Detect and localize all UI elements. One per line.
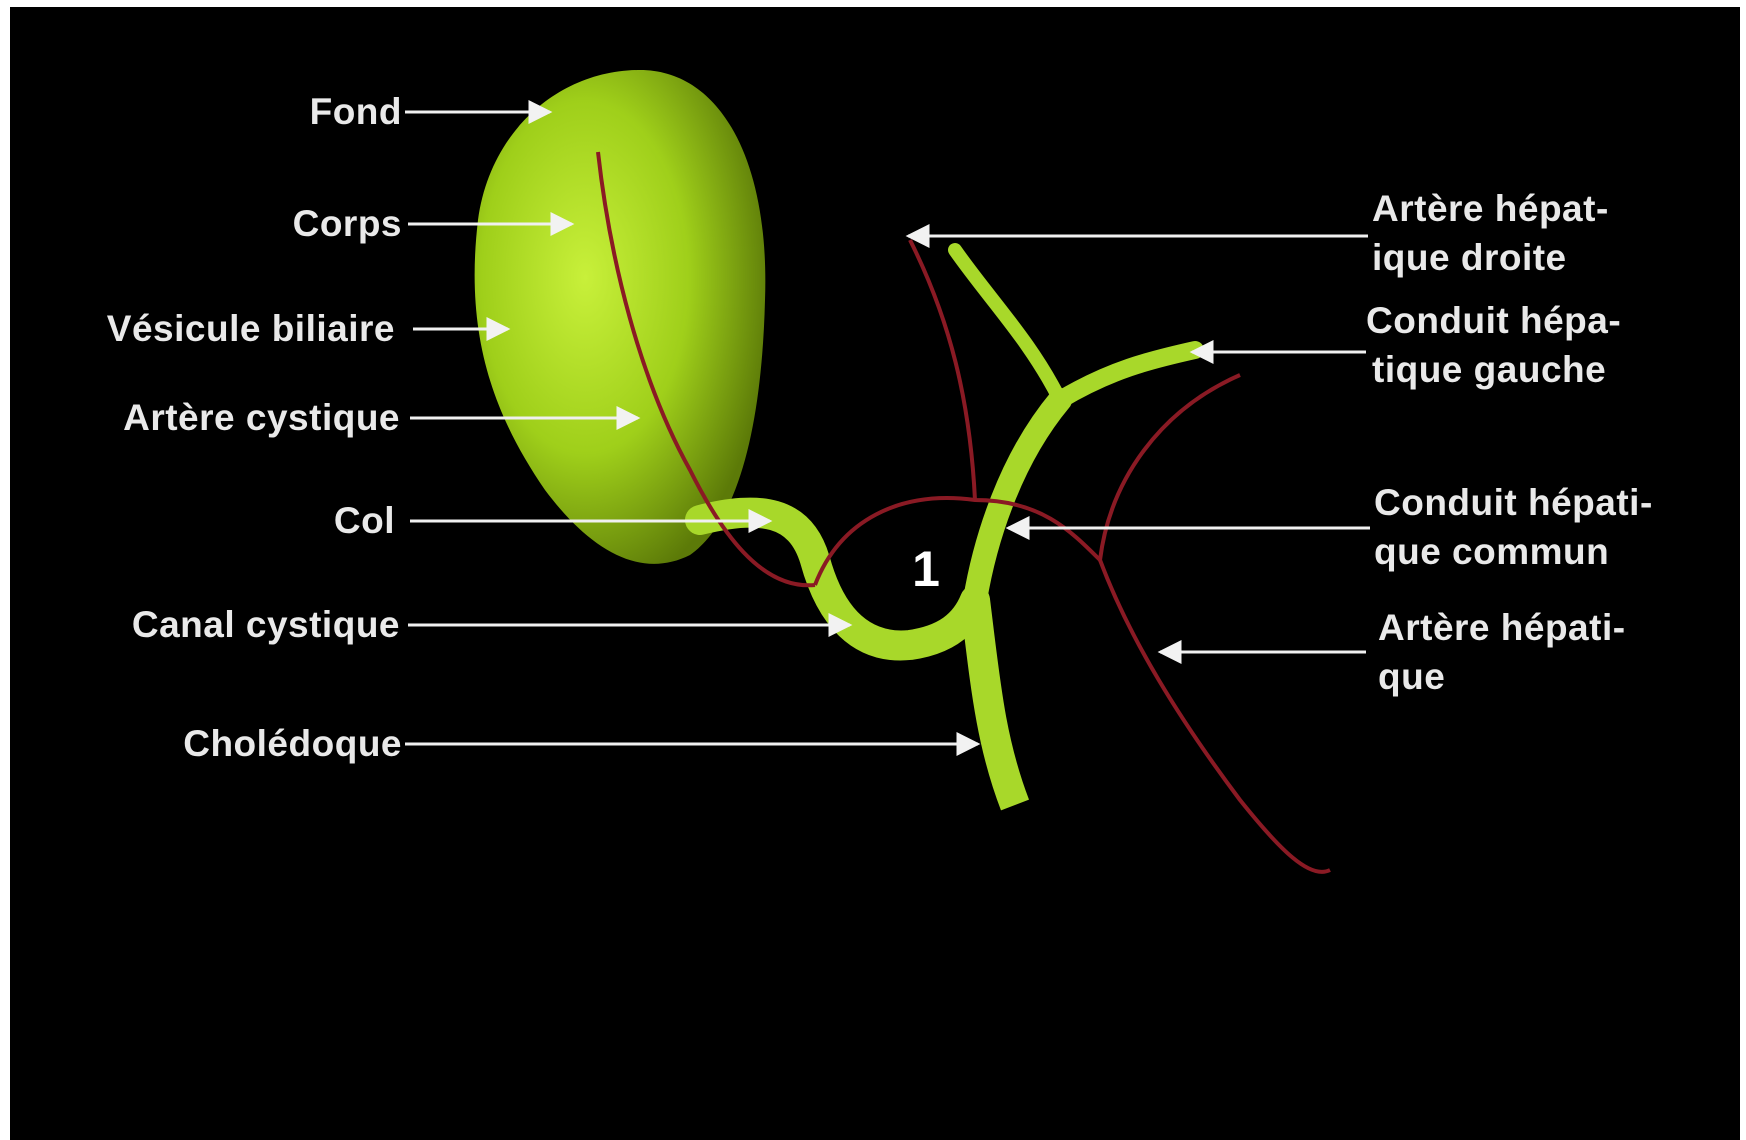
label-vesicule-biliaire: Vésicule biliaire: [107, 308, 395, 349]
label-artere-hepatique-line1: Artère hépati-: [1378, 607, 1626, 648]
label-conduit-gauche-line2: tique gauche: [1372, 349, 1606, 390]
label-choledoque: Cholédoque: [183, 723, 402, 764]
label-col: Col: [334, 500, 395, 541]
label-conduit-commun-line2: que commun: [1374, 531, 1609, 572]
label-artere-cystique: Artère cystique: [123, 397, 400, 438]
artery-arc: [815, 498, 1100, 585]
label-artere-hep-droite-line1: Artère hépat-: [1372, 188, 1609, 229]
label-artere-hepatique-line2: que: [1378, 656, 1445, 697]
label-canal-cystique: Canal cystique: [132, 604, 400, 645]
label-fond: Fond: [310, 91, 402, 132]
common-bile-duct: [975, 600, 1015, 805]
hepatic-artery: [1100, 560, 1330, 872]
label-corps: Corps: [293, 203, 402, 244]
left-hepatic-artery: [1100, 375, 1240, 560]
label-artere-hep-droite-line2: ique droite: [1372, 237, 1567, 278]
gallbladder-shape: [475, 70, 766, 564]
left-hepatic-duct: [1060, 350, 1195, 400]
right-hepatic-artery: [910, 240, 975, 500]
triangle-number: 1: [912, 541, 940, 597]
label-conduit-commun-line1: Conduit hépati-: [1374, 482, 1653, 523]
right-hepatic-duct: [955, 250, 1060, 400]
label-conduit-gauche-line1: Conduit hépa-: [1366, 300, 1621, 341]
